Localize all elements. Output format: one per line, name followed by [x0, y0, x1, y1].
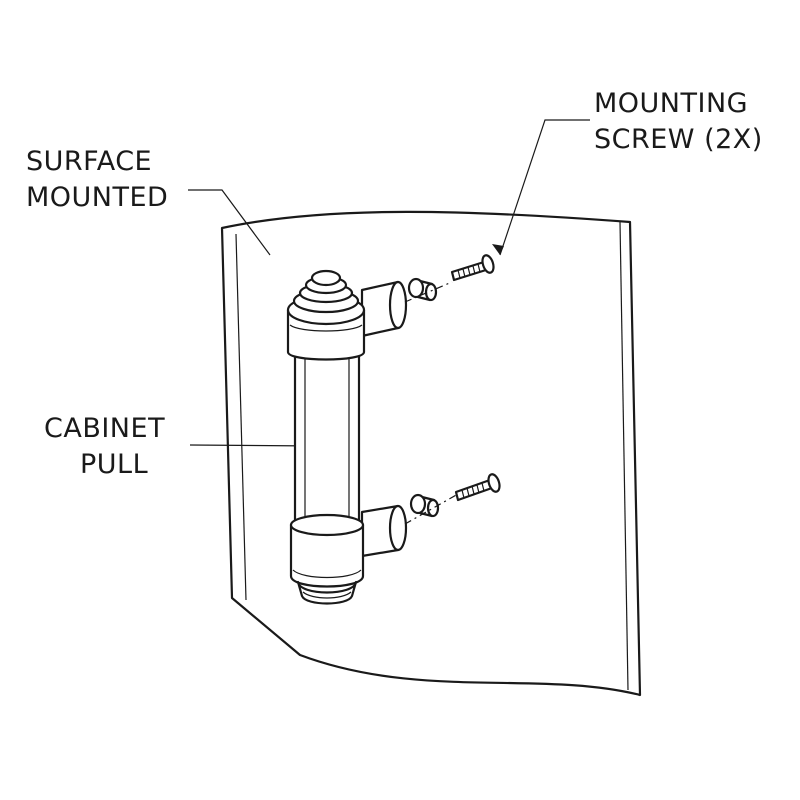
- centerlines: [404, 281, 459, 525]
- mounting-screw-label: MOUNTING SCREW (2X): [594, 86, 763, 158]
- mounting-screw-line1: MOUNTING: [594, 88, 749, 119]
- bottom-mounting-screw: [454, 473, 501, 502]
- cabinet-pull: [286, 269, 408, 605]
- screw-leader-arrowhead: [492, 244, 504, 255]
- mounting-screw-line2: SCREW (2X): [594, 124, 763, 155]
- surface-mounted-line2: MOUNTED: [26, 182, 169, 213]
- cabinet-pull-line1: CABINET: [44, 413, 166, 444]
- cabinet-pull-label: CABINET PULL: [44, 411, 165, 483]
- cabinet-pull-line2: PULL: [80, 449, 149, 480]
- spacer-washers: [407, 277, 440, 518]
- cabinet-door-panel: [220, 210, 642, 697]
- surface-mounted-label: SURFACE MOUNTED: [26, 144, 168, 216]
- mounting-screws: [450, 254, 501, 502]
- surface-mounted-line1: SURFACE: [26, 146, 153, 177]
- screw-leader-line: [499, 119, 590, 256]
- surface-leader-line: [188, 189, 271, 256]
- top-mounting-screw: [450, 254, 495, 282]
